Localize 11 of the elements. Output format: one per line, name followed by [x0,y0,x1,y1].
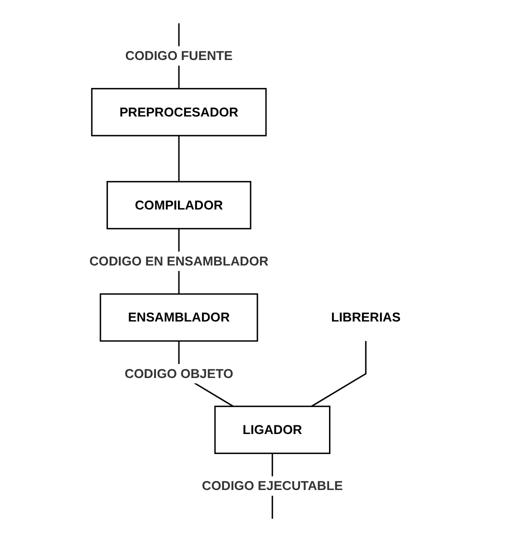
edge-label: CODIGO EN ENSAMBLADOR [90,253,269,268]
edge-label: CODIGO EJECUTABLE [202,478,344,493]
node-box: LIGADOR [214,406,331,454]
connector [311,340,367,407]
edge-label: CODIGO OBJETO [124,366,234,381]
node-text: LIBRERIAS [331,310,401,324]
node-box: ENSAMBLADOR [100,293,258,342]
connector [178,136,180,182]
node-box: PREPROCESADOR [91,88,267,136]
node-box: COMPILADOR [106,180,252,230]
edge-label: CODIGO FUENTE [125,48,233,63]
